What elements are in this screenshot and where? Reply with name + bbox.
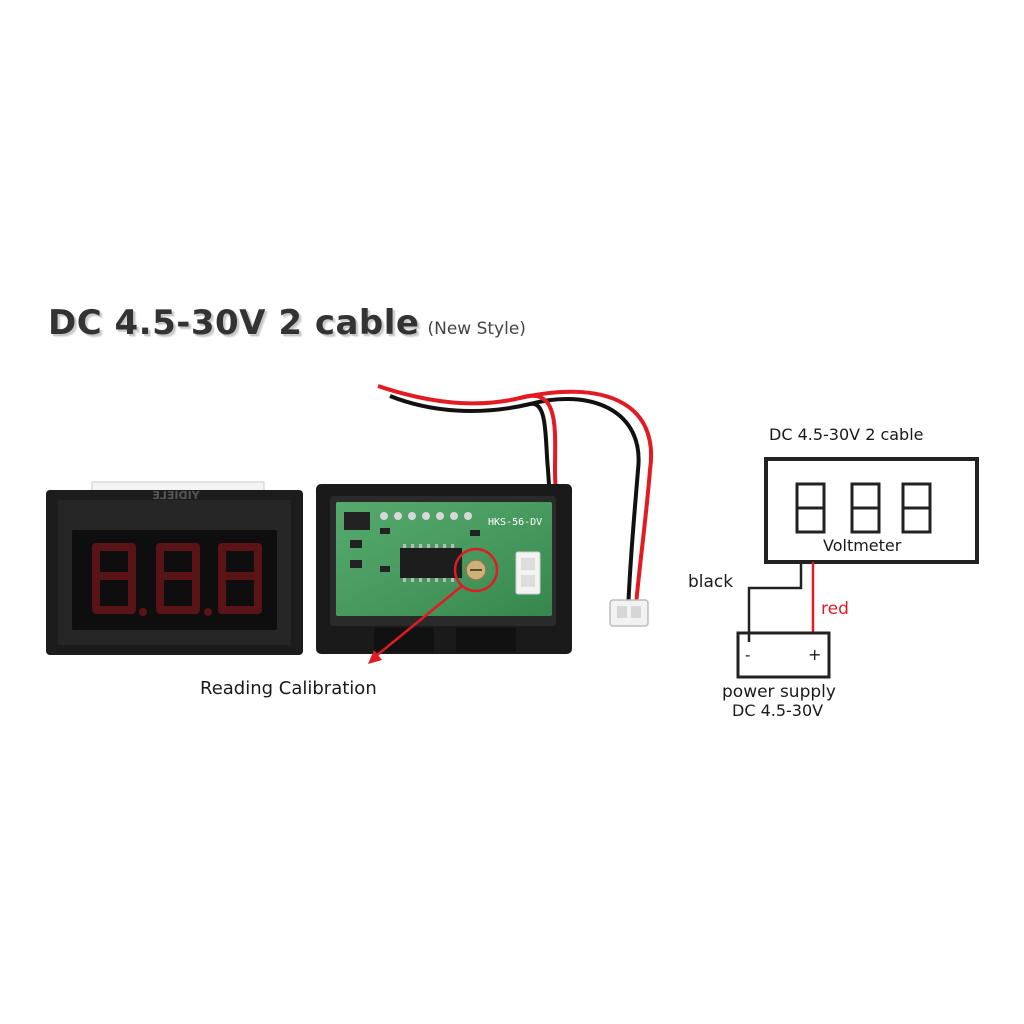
diagram-header: DC 4.5-30V 2 cable [769,425,924,444]
title-main: DC 4.5-30V 2 cable [48,303,420,343]
arrow-head-icon [368,650,382,664]
diagram-power-supply-box [736,631,831,679]
supply-label: power supply [722,682,836,702]
diagram-red-label: red [821,599,849,619]
board-silkscreen: HKS-56-DV [488,517,542,528]
diagram-digits [795,482,932,534]
diagram-black-label: black [688,572,734,592]
module-brand-label: YIDIELE [152,489,200,502]
calibration-callout [368,547,499,664]
title-sub: (New Style) [427,319,526,339]
terminal-minus: - [745,646,751,664]
diagram-black-wire [747,562,803,642]
supply-range: DC 4.5-30V [732,701,824,720]
calibration-label: Reading Calibration [200,678,377,699]
page-title: DC 4.5-30V 2 cable (New Style) [48,306,526,340]
connector-plug [609,599,649,627]
voltmeter-front [46,481,303,655]
diagram-voltmeter-box [764,457,979,564]
diagram-meter-label: Voltmeter [823,536,902,555]
terminal-plus: + [808,645,822,664]
voltmeter-back [316,484,572,654]
